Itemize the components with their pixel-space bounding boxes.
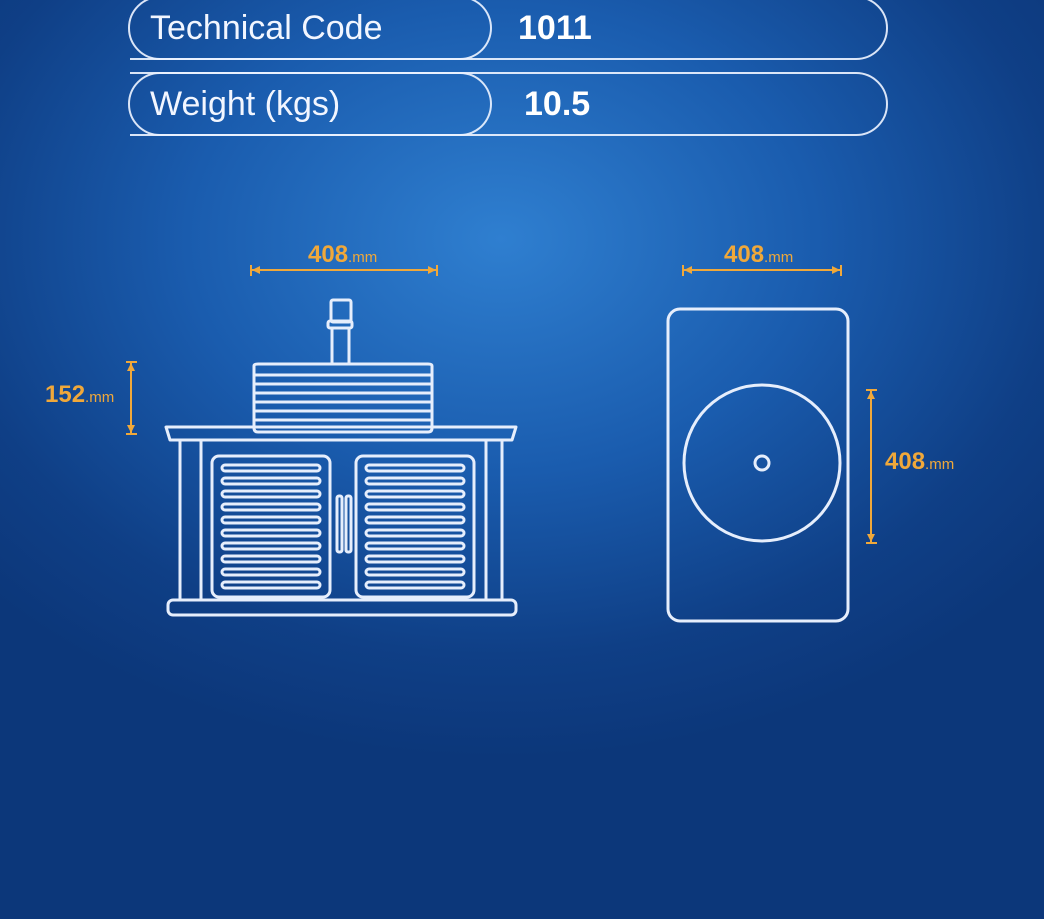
spec-row-weight: Weight (kgs) 10.5: [128, 72, 888, 136]
cabinet-base: [166, 598, 518, 617]
spec-label-pill: [130, 0, 492, 60]
front-width-dimension-line: [250, 265, 438, 276]
front-view-cabinet: [164, 298, 518, 617]
right-handle: [344, 494, 353, 554]
left-door: [210, 454, 332, 599]
top-view-outline: [666, 307, 850, 623]
faucet-top: [329, 298, 353, 324]
top-width-dimension-line: [682, 265, 842, 276]
right-door: [354, 454, 476, 599]
countertop: [164, 425, 518, 442]
spec-value: 1011: [518, 9, 592, 47]
left-door-slats: [220, 463, 322, 590]
front-height-dimension-line: [126, 361, 137, 435]
spec-label-pill: [130, 72, 492, 136]
spec-label: Technical Code: [150, 9, 383, 47]
top-depth-dimension-line: [866, 389, 877, 544]
top-depth-label: 408.mm: [885, 448, 954, 475]
top-view-basin: [682, 383, 842, 543]
top-view-cabinet: [666, 307, 850, 623]
faucet-stem: [330, 326, 351, 366]
top-view-drain: [753, 454, 771, 472]
spec-value: 10.5: [524, 85, 591, 123]
right-door-slats: [364, 463, 466, 590]
front-width-label: 408.mm: [308, 241, 377, 268]
top-width-label: 408.mm: [724, 241, 793, 268]
spec-row-technical-code: Technical Code 1011: [128, 0, 888, 60]
basin-bowl: [252, 362, 434, 434]
left-handle: [335, 494, 344, 554]
spec-label: Weight (kgs): [150, 85, 341, 123]
front-height-label: 152.mm: [45, 381, 114, 408]
